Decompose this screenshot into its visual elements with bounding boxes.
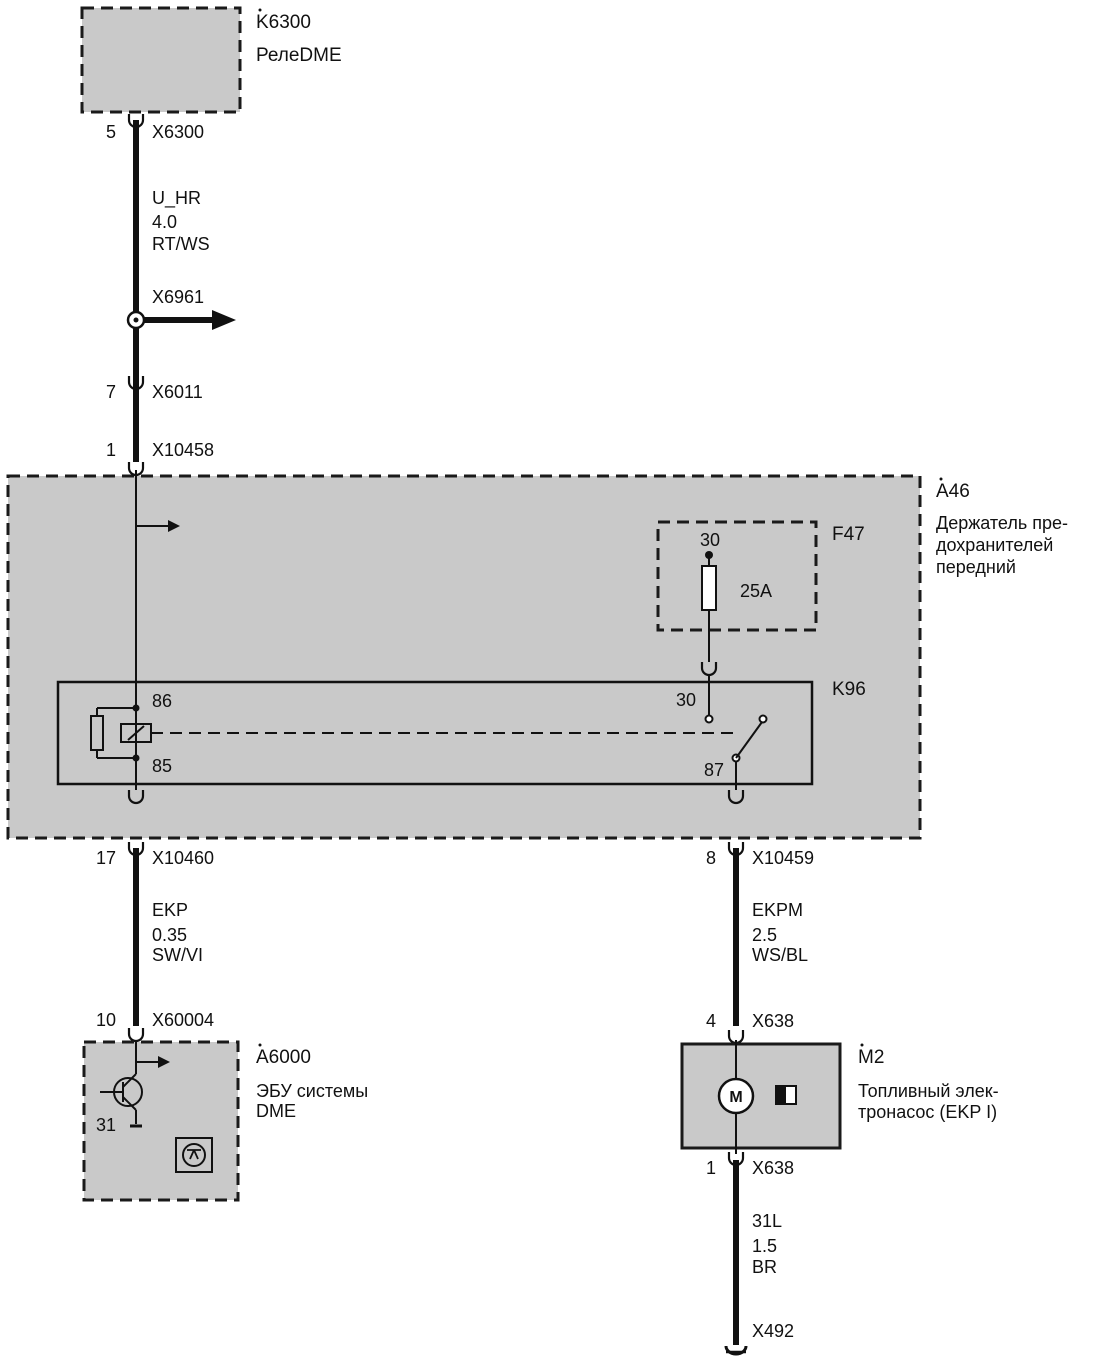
a6000-pin: 31 bbox=[96, 1115, 116, 1135]
x6961-node-dot bbox=[133, 317, 139, 323]
m2-id-dot bbox=[860, 1043, 864, 1047]
x10458-pin: 1 bbox=[106, 440, 116, 460]
k96-pin87: 87 bbox=[704, 760, 724, 780]
m2-name-line-1: Топливный элек- bbox=[858, 1081, 999, 1101]
f47-fuse-icon bbox=[701, 565, 717, 611]
x638-bottom-pin: 1 bbox=[706, 1158, 716, 1178]
a46-id-dot bbox=[939, 477, 943, 481]
wire-31l-color: BR bbox=[752, 1257, 777, 1277]
k96-pin30: 30 bbox=[676, 690, 696, 710]
a6000-transistor-emitter bbox=[122, 1096, 137, 1111]
x10459-pin: 8 bbox=[706, 848, 716, 868]
f47-terminal: 30 bbox=[700, 530, 720, 550]
x492-name: X492 bbox=[752, 1321, 794, 1341]
x10458-name: X10458 bbox=[152, 440, 214, 460]
x6011-pin: 7 bbox=[106, 382, 116, 402]
a46-name-line-1: Держатель пре- bbox=[936, 513, 1068, 533]
a6000-id-dot bbox=[258, 1043, 262, 1047]
a46-branch-arrow-icon bbox=[168, 520, 180, 532]
k96-switch-blade bbox=[735, 721, 763, 759]
x10460-name: X10460 bbox=[152, 848, 214, 868]
a46-name-line-3: передний bbox=[936, 557, 1016, 577]
a6000-ecu-symbol-icon bbox=[175, 1137, 213, 1173]
m2-name-line-2: тронасос (EKP I) bbox=[858, 1102, 997, 1122]
f47-rating: 25A bbox=[740, 581, 772, 601]
wire-31l-gauge: 1.5 bbox=[752, 1236, 777, 1256]
a46-name-line-2: дохранителей bbox=[936, 535, 1053, 555]
k96-coil-slash bbox=[127, 725, 145, 741]
wire-ekpm-signal: EKPM bbox=[752, 900, 803, 920]
x10460-connector-symbol bbox=[127, 790, 145, 805]
x60004-connector-symbol bbox=[127, 1028, 145, 1043]
m2-motor-symbol: M bbox=[729, 1089, 742, 1106]
x6300-name: X6300 bbox=[152, 122, 204, 142]
wire-ekp-signal: EKP bbox=[152, 900, 188, 920]
wire-31l-signal: 31L bbox=[752, 1211, 782, 1231]
k96-id: K96 bbox=[832, 679, 866, 700]
a6000-transistor-collector bbox=[122, 1073, 137, 1088]
wire-ekpm-color: WS/BL bbox=[752, 945, 808, 965]
x492-ground-icon bbox=[724, 1345, 748, 1356]
a6000-ecu-symbol-circle bbox=[182, 1143, 206, 1167]
x60004-name: X60004 bbox=[152, 1010, 214, 1030]
k96-pin86: 86 bbox=[152, 691, 172, 711]
x6011-name: X6011 bbox=[152, 382, 203, 402]
x638-top-pin: 4 bbox=[706, 1011, 716, 1031]
x638-top-name: X638 bbox=[752, 1011, 794, 1031]
f47-k96-connector-symbol bbox=[700, 662, 718, 677]
x60004-pin: 10 bbox=[96, 1010, 116, 1030]
m2-id: M2 bbox=[858, 1047, 884, 1068]
x6011-connector-symbol bbox=[127, 376, 145, 391]
k6300-id: K6300 bbox=[256, 12, 311, 33]
f47-box bbox=[656, 520, 818, 632]
wire-u-hr-signal: U_HR bbox=[152, 188, 201, 209]
wire-u-hr-color: RT/WS bbox=[152, 234, 210, 254]
a6000-branch-arrow-icon bbox=[158, 1056, 170, 1068]
a6000-name-line-2: DME bbox=[256, 1101, 296, 1121]
x6961-name: X6961 bbox=[152, 287, 204, 307]
k6300-name: РелеDME bbox=[256, 45, 342, 66]
x10459-connector-symbol bbox=[727, 790, 745, 805]
m2-pump-symbol-fill bbox=[776, 1086, 786, 1104]
x6961-arrow-icon bbox=[212, 310, 236, 330]
a46-box bbox=[6, 474, 922, 840]
k96-switch-tip bbox=[758, 714, 768, 724]
a6000-box bbox=[82, 1040, 240, 1202]
x638-bottom-name: X638 bbox=[752, 1158, 794, 1178]
m2-box bbox=[680, 1042, 842, 1150]
f47-id: F47 bbox=[832, 524, 865, 545]
k96-pin85: 85 bbox=[152, 756, 172, 776]
k96-box bbox=[56, 680, 814, 786]
x10460-pin: 17 bbox=[96, 848, 116, 868]
k6300-id-dot bbox=[258, 8, 262, 12]
wire-ekpm-gauge: 2.5 bbox=[752, 925, 777, 945]
wire-ekp-gauge: 0.35 bbox=[152, 925, 187, 945]
a6000-ecu-symbol-mark bbox=[187, 1149, 201, 1160]
x10459-name: X10459 bbox=[752, 848, 814, 868]
k96-contact-30 bbox=[704, 714, 714, 724]
wire-ekp-color: SW/VI bbox=[152, 945, 203, 965]
a6000-id: A6000 bbox=[256, 1047, 311, 1068]
a46-id: A46 bbox=[936, 481, 970, 502]
a6000-name-line-1: ЭБУ системы bbox=[256, 1081, 368, 1101]
x6300-pin: 5 bbox=[106, 122, 116, 142]
wire-u-hr-gauge: 4.0 bbox=[152, 212, 177, 232]
k6300-box bbox=[80, 6, 242, 114]
